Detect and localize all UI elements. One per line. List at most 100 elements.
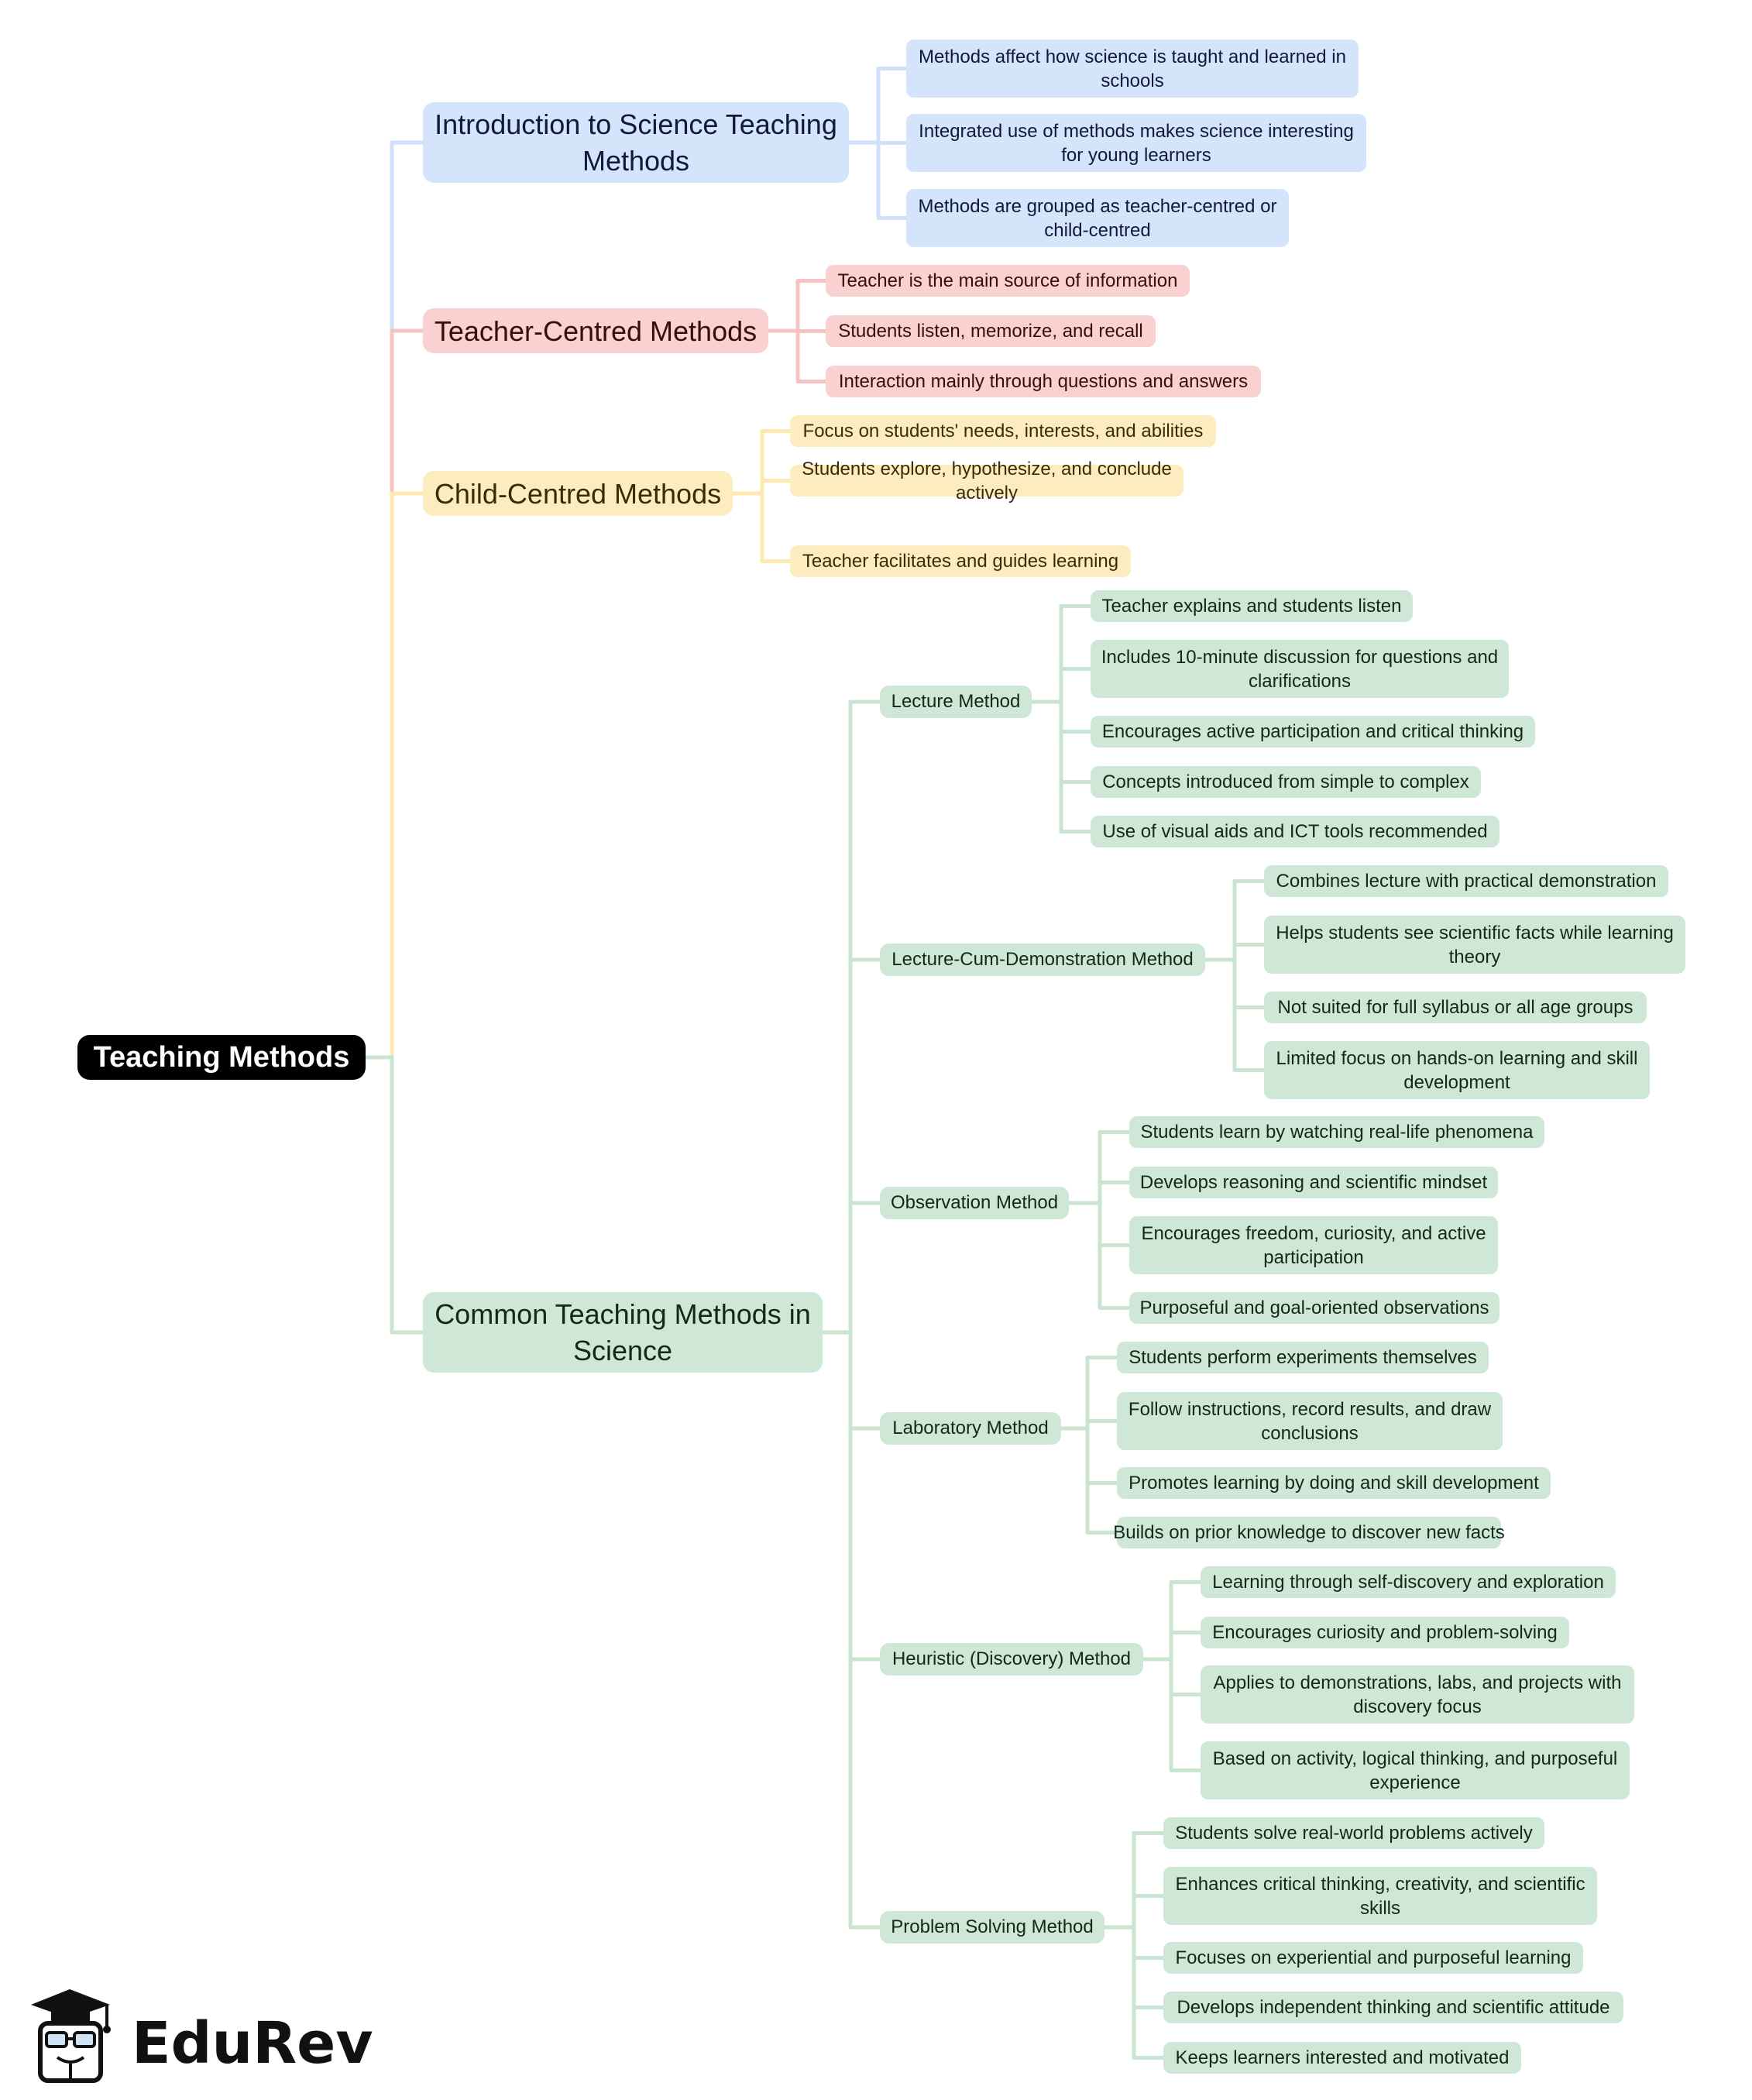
leaf-node[interactable]: Interaction mainly through questions and… bbox=[826, 366, 1261, 397]
leaf-node[interactable]: Students perform experiments themselves bbox=[1117, 1342, 1489, 1373]
branch-node[interactable]: Introduction to Science Teaching Methods bbox=[423, 102, 849, 183]
leaf-node-label: Encourages freedom, curiosity, and activ… bbox=[1141, 1222, 1486, 1268]
leaf-node[interactable]: Teacher is the main source of informatio… bbox=[826, 265, 1190, 297]
leaf-connector bbox=[1205, 957, 1264, 1072]
leaf-node[interactable]: Use of visual aids and ICT tools recomme… bbox=[1091, 816, 1500, 847]
leaf-node[interactable]: Encourages freedom, curiosity, and activ… bbox=[1129, 1216, 1498, 1274]
leaf-node-label: Students listen, memorize, and recall bbox=[838, 321, 1143, 342]
leaf-node[interactable]: Focus on students' needs, interests, and… bbox=[790, 415, 1216, 447]
leaf-node-label: Teacher is the main source of informatio… bbox=[837, 270, 1178, 291]
leaf-node-label: Interaction mainly through questions and… bbox=[838, 371, 1249, 392]
leaf-node-label: Not suited for full syllabus or all age … bbox=[1277, 997, 1633, 1018]
leaf-node[interactable]: Teacher explains and students listen bbox=[1091, 590, 1413, 622]
leaf-connector bbox=[849, 67, 906, 145]
leaf-node[interactable]: Applies to demonstrations, labs, and pro… bbox=[1201, 1665, 1634, 1724]
method-node-label: Observation Method bbox=[890, 1192, 1059, 1213]
leaf-node-label: Focus on students' needs, interests, and… bbox=[802, 421, 1204, 442]
leaf-node-label: Concepts introduced from simple to compl… bbox=[1102, 772, 1469, 792]
method-node[interactable]: Heuristic (Discovery) Method bbox=[880, 1643, 1143, 1676]
leaf-node-label: Builds on prior knowledge to discover ne… bbox=[1113, 1522, 1505, 1543]
leaf-connector bbox=[1069, 1181, 1129, 1205]
leaf-node[interactable]: Limited focus on hands-on learning and s… bbox=[1264, 1041, 1650, 1099]
root-node-label: Teaching Methods bbox=[93, 1040, 350, 1074]
leaf-node-label: Combines lecture with practical demonstr… bbox=[1276, 871, 1657, 892]
leaf-node[interactable]: Includes 10-minute discussion for questi… bbox=[1091, 640, 1509, 698]
leaf-connector bbox=[1061, 1426, 1117, 1535]
leaf-node[interactable]: Methods are grouped as teacher-centred o… bbox=[906, 189, 1289, 247]
leaf-node[interactable]: Combines lecture with practical demonstr… bbox=[1264, 865, 1668, 897]
leaf-node-label: Teacher facilitates and guides learning bbox=[802, 551, 1119, 572]
leaf-node[interactable]: Promotes learning by doing and skill dev… bbox=[1117, 1467, 1551, 1499]
method-node[interactable]: Laboratory Method bbox=[880, 1412, 1061, 1445]
leaf-connector bbox=[768, 279, 826, 333]
leaf-node[interactable]: Students solve real-world problems activ… bbox=[1163, 1817, 1544, 1849]
leaf-node-label: Keeps learners interested and motivated bbox=[1175, 2047, 1510, 2068]
leaf-node-label: Includes 10-minute discussion for questi… bbox=[1101, 646, 1499, 692]
leaf-node-label: Limited focus on hands-on learning and s… bbox=[1276, 1047, 1638, 1093]
method-node-label: Laboratory Method bbox=[892, 1418, 1049, 1438]
leaf-node[interactable]: Integrated use of methods makes science … bbox=[906, 114, 1366, 172]
branch-connector bbox=[366, 491, 423, 1060]
branch-node-label: Introduction to Science Teaching Methods bbox=[435, 108, 837, 177]
branch-node-label: Common Teaching Methods in Science bbox=[435, 1298, 811, 1366]
method-node[interactable]: Lecture-Cum-Demonstration Method bbox=[880, 943, 1205, 976]
branch-node[interactable]: Common Teaching Methods in Science bbox=[423, 1292, 823, 1373]
method-node-label: Lecture-Cum-Demonstration Method bbox=[891, 949, 1194, 970]
leaf-node[interactable]: Encourages curiosity and problem-solving bbox=[1201, 1617, 1569, 1648]
leaf-node-label: Methods affect how science is taught and… bbox=[919, 46, 1346, 91]
leaf-node[interactable]: Enhances critical thinking, creativity, … bbox=[1163, 1867, 1597, 1925]
leaf-node[interactable]: Helps students see scientific facts whil… bbox=[1264, 916, 1685, 974]
leaf-node[interactable]: Students explore, hypothesize, and concl… bbox=[790, 459, 1183, 504]
sub-connector bbox=[823, 1201, 880, 1335]
branch-node[interactable]: Teacher-Centred Methods bbox=[423, 308, 768, 353]
leaf-node[interactable]: Methods affect how science is taught and… bbox=[906, 40, 1359, 98]
leaf-node[interactable]: Learning through self-discovery and expl… bbox=[1201, 1566, 1616, 1598]
leaf-connector bbox=[1104, 1925, 1163, 2060]
method-node[interactable]: Lecture Method bbox=[880, 686, 1032, 718]
leaf-node[interactable]: Based on activity, logical thinking, and… bbox=[1201, 1741, 1630, 1799]
leaf-node[interactable]: Follow instructions, record results, and… bbox=[1117, 1392, 1503, 1450]
leaf-node-label: Focuses on experiential and purposeful l… bbox=[1175, 1947, 1572, 1968]
sub-connector bbox=[823, 1330, 880, 1930]
leaf-node[interactable]: Students listen, memorize, and recall bbox=[826, 315, 1156, 347]
leaf-connector bbox=[1104, 1894, 1163, 1930]
leaf-node-label: Teacher explains and students listen bbox=[1101, 596, 1402, 617]
method-node-label: Lecture Method bbox=[891, 691, 1021, 712]
leaf-node-label: Based on activity, logical thinking, and… bbox=[1212, 1748, 1618, 1793]
leaf-node-label: Use of visual aids and ICT tools recomme… bbox=[1102, 821, 1488, 842]
root-node[interactable]: Teaching Methods bbox=[77, 1035, 366, 1080]
leaf-node[interactable]: Builds on prior knowledge to discover ne… bbox=[1113, 1517, 1505, 1548]
logo-text: EduRev bbox=[132, 2010, 373, 2077]
edurev-logo-icon bbox=[31, 1989, 111, 2083]
leaf-node-label: Helps students see scientific facts whil… bbox=[1276, 922, 1674, 968]
leaf-node-label: Integrated use of methods makes science … bbox=[919, 120, 1354, 166]
method-node[interactable]: Observation Method bbox=[880, 1187, 1069, 1219]
method-node-label: Heuristic (Discovery) Method bbox=[891, 1648, 1132, 1669]
leaf-connector bbox=[1143, 1631, 1201, 1662]
leaf-node[interactable]: Develops reasoning and scientific mindse… bbox=[1129, 1167, 1498, 1198]
leaf-node-label: Encourages curiosity and problem-solving bbox=[1212, 1622, 1558, 1643]
leaf-connector bbox=[1032, 667, 1091, 704]
leaf-node[interactable]: Focuses on experiential and purposeful l… bbox=[1163, 1942, 1583, 1974]
leaf-node[interactable]: Develops independent thinking and scient… bbox=[1163, 1992, 1623, 2023]
leaf-node[interactable]: Teacher facilitates and guides learning bbox=[790, 545, 1131, 577]
branch-node[interactable]: Child-Centred Methods bbox=[423, 471, 733, 516]
leaf-node[interactable]: Students learn by watching real-life phe… bbox=[1129, 1116, 1544, 1148]
method-node[interactable]: Problem Solving Method bbox=[880, 1911, 1104, 1944]
leaf-node-label: Encourages active participation and crit… bbox=[1101, 721, 1524, 742]
leaf-node-label: Develops independent thinking and scient… bbox=[1177, 1997, 1610, 2018]
leaf-node-label: Purposeful and goal-oriented observation… bbox=[1139, 1297, 1489, 1318]
leaf-node[interactable]: Purposeful and goal-oriented observation… bbox=[1129, 1292, 1500, 1324]
leaf-node[interactable]: Not suited for full syllabus or all age … bbox=[1264, 992, 1647, 1023]
leaf-connector bbox=[1205, 943, 1264, 962]
leaf-connector bbox=[1032, 699, 1091, 833]
leaf-node-label: Applies to demonstrations, labs, and pro… bbox=[1213, 1672, 1622, 1717]
leaf-node[interactable]: Concepts introduced from simple to compl… bbox=[1091, 766, 1481, 798]
leaf-node-label: Students perform experiments themselves bbox=[1128, 1347, 1477, 1368]
branch-connector bbox=[366, 140, 423, 1060]
leaf-node[interactable]: Keeps learners interested and motivated bbox=[1163, 2042, 1521, 2074]
branch-node-label: Child-Centred Methods bbox=[434, 477, 722, 510]
leaf-node-label: Students explore, hypothesize, and concl… bbox=[802, 458, 1172, 504]
leaf-node[interactable]: Encourages active participation and crit… bbox=[1091, 716, 1535, 748]
leaf-node-label: Promotes learning by doing and skill dev… bbox=[1128, 1473, 1539, 1493]
